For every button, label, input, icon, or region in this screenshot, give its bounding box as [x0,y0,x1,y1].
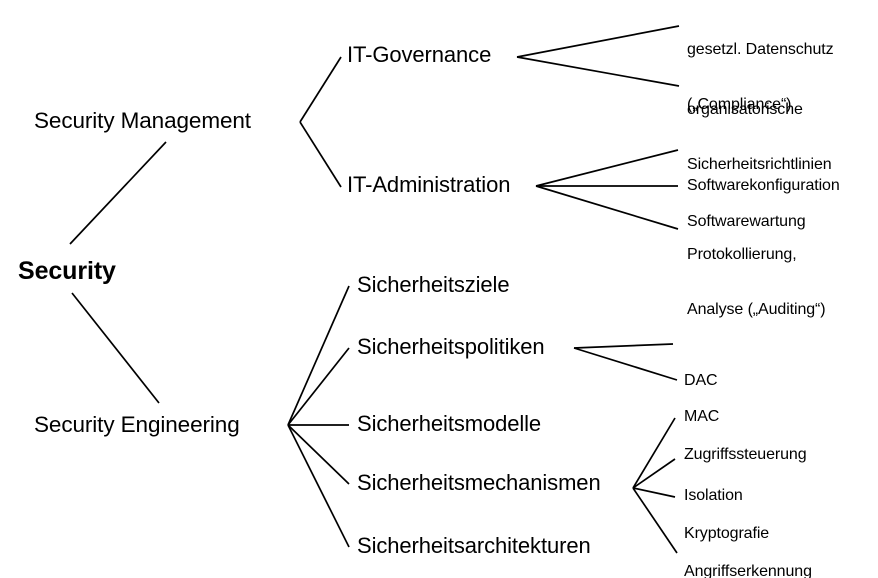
leaf-dac-line1: DAC [684,372,718,390]
leaf-dac[interactable]: DAC [684,336,718,427]
leaf-gesetzl-datenschutz-line1: gesetzl. Datenschutz [687,41,834,59]
leaf-protokollierung-line1: Protokollierung, [687,246,797,264]
leaf-isolation-line1: Isolation [684,487,743,505]
leaf-zugriffssteuerung-line1: Zugriffssteuerung [684,446,807,464]
edge-itadmin-to-softwarekonfiguration [535,149,679,187]
edge-politiken-to-mac [573,347,678,381]
leaf-softwarekonfiguration-line1: Softwarekonfiguration [687,177,840,195]
node-sicherheitsmodelle[interactable]: Sicherheitsmodelle [357,411,542,436]
edge-mechanismen-to-zugriffssteuerung [632,417,676,489]
node-it-administration[interactable]: IT-Administration [347,172,511,197]
leaf-mac-line1: MAC [684,408,720,426]
node-security-root[interactable]: Security [18,257,116,285]
edge-secmgmt-to-it-governance [299,56,342,123]
node-sicherheitsarchitekturen[interactable]: Sicherheitsarchitekturen [357,533,591,558]
edge-secmgmt-to-it-administration [299,121,342,188]
node-security-management[interactable]: Security Management [34,108,251,133]
leaf-angriffserkennung[interactable]: Angriffserkennung (Intrusion Detection) [684,527,826,578]
leaf-kryptografie-line1: Kryptografie [684,525,770,543]
leaf-protokollierung-line2: Analyse („Auditing“) [687,301,826,319]
node-security-engineering[interactable]: Security Engineering [34,412,240,437]
edge-itgov-to-organisatorische [516,56,680,87]
node-sicherheitsziele[interactable]: Sicherheitsziele [357,272,510,297]
edge-security-to-security-management [69,141,167,245]
edge-mechanismen-to-angriffserkennung [632,487,678,554]
leaf-mac[interactable]: MAC [684,372,719,463]
leaf-softwarewartung[interactable]: Softwarewartung [687,177,806,268]
leaf-gesetzl-datenschutz[interactable]: gesetzl. Datenschutz („Compliance“) [687,5,834,151]
edge-security-to-security-engineering [71,292,160,404]
leaf-gesetzl-datenschutz-line2: („Compliance“) [687,96,792,114]
edge-seceng-to-sicherheitspolitiken [287,347,350,426]
leaf-softwarewartung-line1: Softwarewartung [687,213,806,231]
edge-mechanismen-to-isolation [632,458,676,489]
leaf-angriffserkennung-line1: Angriffserkennung [684,563,812,578]
edge-itadmin-to-protokollierung [535,185,679,230]
leaf-organisatorische-sicherheitsrichtlinien[interactable]: organisatorische Sicherheitsrichtlinien [687,65,832,211]
leaf-protokollierung-analyse[interactable]: Protokollierung, Analyse („Auditing“) [687,210,826,356]
leaf-isolation[interactable]: Isolation [684,451,743,542]
node-it-governance[interactable]: IT-Governance [347,42,492,67]
leaf-kryptografie[interactable]: Kryptografie [684,489,769,578]
leaf-zugriffssteuerung[interactable]: Zugriffssteuerung [684,410,807,501]
node-sicherheitspolitiken[interactable]: Sicherheitspolitiken [357,334,545,359]
edge-politiken-to-dac [573,343,674,349]
edge-seceng-to-sicherheitsmechanismen [287,424,350,485]
leaf-organisatorische-line1: organisatorische [687,101,803,119]
edge-mechanismen-to-kryptografie [632,487,676,498]
edge-seceng-to-sicherheitsarchitekturen [287,424,350,548]
edge-seceng-to-sicherheitsziele [287,285,350,426]
node-sicherheitsmechanismen[interactable]: Sicherheitsmechanismen [357,470,601,495]
edge-itgov-to-datenschutz [516,25,680,58]
leaf-organisatorische-line2: Sicherheitsrichtlinien [687,156,832,174]
leaf-softwarekonfiguration[interactable]: Softwarekonfiguration [687,141,840,232]
